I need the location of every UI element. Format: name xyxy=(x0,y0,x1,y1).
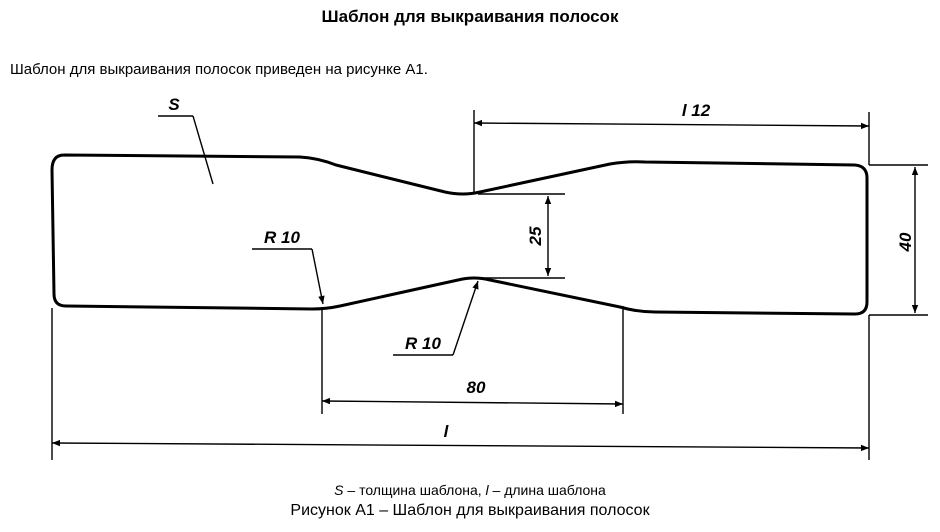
label-radius-top: R 10 xyxy=(264,228,300,247)
legend-s-text: – толщина шаблона, xyxy=(343,482,486,498)
figure-legend: S – толщина шаблона, l – длина шаблона xyxy=(0,482,940,498)
label-narrow-length: 80 xyxy=(467,378,486,397)
dimension-neck-width: 25 xyxy=(526,196,552,276)
template-outline xyxy=(50,153,869,316)
legend-l-symbol: l xyxy=(485,482,489,498)
leader-radius-top: R 10 xyxy=(252,228,325,305)
dimension-total-length: l xyxy=(51,422,870,452)
dimension-half-length: l 12 xyxy=(473,101,870,130)
legend-l-text: – длина шаблона xyxy=(488,482,606,498)
leader-thickness: S xyxy=(158,95,214,185)
dimension-width: 40 xyxy=(896,167,919,313)
dimension-narrow-length: 80 xyxy=(321,378,624,408)
leader-radius-bottom: R 10 xyxy=(393,280,479,356)
label-radius-bottom: R 10 xyxy=(405,334,441,353)
extension-lines xyxy=(51,110,928,460)
label-thickness: S xyxy=(168,95,180,114)
label-half-length: l 12 xyxy=(682,101,711,120)
label-total-length: l xyxy=(444,422,450,441)
figure-caption: Рисунок А1 – Шаблон для выкраивания поло… xyxy=(290,502,650,519)
label-width: 40 xyxy=(896,232,915,252)
legend-s-symbol: S xyxy=(334,482,344,498)
label-neck-width: 25 xyxy=(526,226,545,246)
section-heading: Шаблон для выкраивания полосок xyxy=(321,7,619,26)
intro-text: Шаблон для выкраивания полосок приведен … xyxy=(10,61,428,78)
